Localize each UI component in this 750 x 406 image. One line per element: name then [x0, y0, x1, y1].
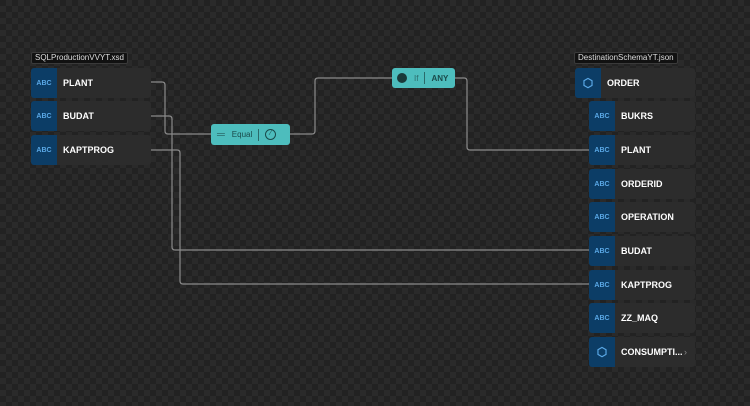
string-type-icon: ABC	[31, 101, 57, 131]
wire-plant-equal	[151, 81, 211, 135]
string-type-icon: ABC	[589, 303, 615, 333]
destination-field[interactable]: ABC BUDAT	[589, 236, 695, 266]
field-name: CONSUMPTI...	[621, 347, 683, 357]
string-type-icon: ABC	[589, 135, 615, 165]
destination-field[interactable]: ABC BUKRS	[589, 101, 695, 131]
field-name: KAPTPROG	[621, 280, 673, 290]
field-name: BUDAT	[63, 111, 94, 121]
if-function-node[interactable]: If ANY	[392, 68, 455, 88]
source-field-budat[interactable]: ABC BUDAT	[31, 101, 151, 131]
field-name: BUDAT	[621, 246, 652, 256]
equals-icon: ═	[217, 128, 225, 141]
destination-field-consumption[interactable]: ⬡ CONSUMPTI...›	[589, 337, 695, 367]
destination-field[interactable]: ABC PLANT	[589, 135, 695, 165]
field-name: BUKRS	[621, 111, 654, 121]
function-label: If	[414, 73, 419, 83]
destination-field[interactable]: ABC KAPTPROG	[589, 270, 695, 300]
string-type-icon: ABC	[31, 68, 57, 98]
function-value: ANY	[431, 73, 449, 83]
source-schema-title: SQLProductionVVYT.xsd	[31, 52, 128, 64]
string-type-icon: ABC	[589, 236, 615, 266]
not-equal-icon: ⁄	[265, 129, 277, 140]
field-name: OPERATION	[621, 212, 674, 222]
string-type-icon: ABC	[589, 202, 615, 232]
field-name: ZZ_MAQ	[621, 313, 658, 323]
destination-field[interactable]: ABC ORDERID	[589, 169, 695, 199]
field-name: KAPTPROG	[63, 145, 115, 155]
field-name: PLANT	[621, 145, 651, 155]
equal-function-node[interactable]: ═ Equal ⁄	[211, 124, 290, 145]
string-type-icon: ABC	[589, 270, 615, 300]
source-field-kaptprog[interactable]: ABC KAPTPROG	[31, 135, 151, 165]
field-name: ORDER	[607, 78, 640, 88]
wire-budat-budat	[151, 115, 589, 251]
destination-schema-title: DestinationSchemaYT.json	[574, 52, 678, 64]
condition-icon	[397, 73, 407, 83]
field-name: ORDERID	[621, 179, 663, 189]
function-label: Equal	[231, 130, 253, 139]
wire-equal-if	[290, 77, 392, 135]
object-cube-icon: ⬡	[575, 68, 601, 98]
source-field-plant[interactable]: ABC PLANT	[31, 68, 151, 98]
object-cube-icon: ⬡	[589, 337, 615, 367]
destination-field[interactable]: ABC OPERATION	[589, 202, 695, 232]
string-type-icon: ABC	[589, 169, 615, 199]
chevron-right-icon[interactable]: ›	[684, 347, 687, 357]
destination-root-order[interactable]: ⬡ ORDER	[575, 68, 695, 98]
wire-if-plant	[455, 77, 589, 151]
string-type-icon: ABC	[589, 101, 615, 131]
wire-kaptprog-kaptprog	[151, 149, 589, 285]
string-type-icon: ABC	[31, 135, 57, 165]
field-name: PLANT	[63, 78, 93, 88]
destination-field[interactable]: ABC ZZ_MAQ	[589, 303, 695, 333]
